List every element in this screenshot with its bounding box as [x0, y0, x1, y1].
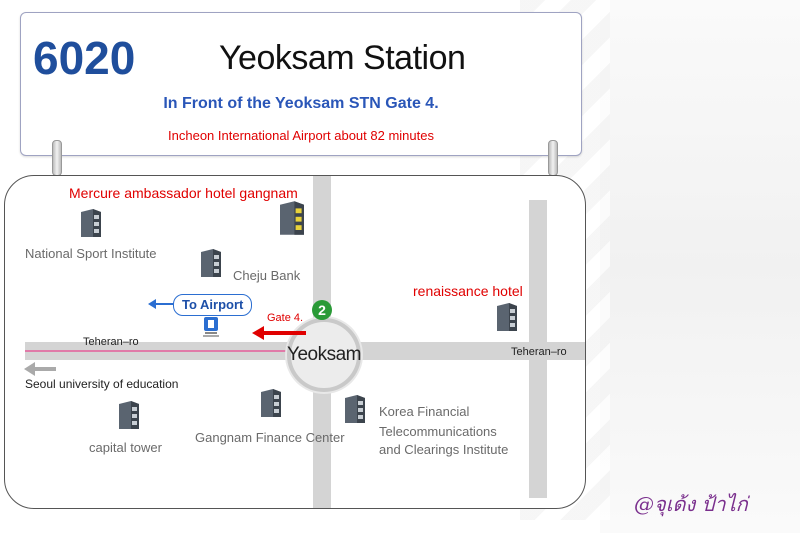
gate-arrow-icon	[252, 326, 306, 340]
road-label-right: Teheran–ro	[511, 346, 567, 358]
to-airport-label: To Airport	[173, 294, 253, 316]
station-marker-label: Yeoksam	[287, 344, 361, 365]
direction-label: Seoul university of education	[25, 377, 179, 391]
building-icon-mercure	[280, 201, 304, 235]
yeoksam-station-marker[interactable]: Yeoksam	[287, 318, 361, 392]
route-number: 6020	[33, 32, 136, 84]
background-right	[600, 0, 800, 533]
sign-peg-right	[548, 140, 558, 176]
landmark-korea-financial-label-2: Telecommunications	[379, 424, 497, 439]
road-label-left: Teheran–ro	[83, 336, 139, 348]
building-icon-sport	[81, 209, 101, 237]
stop-description: In Front of the Yeoksam STN Gate 4.	[163, 95, 439, 112]
author-signature: @จุเด้ง ป้าไก่	[634, 492, 748, 516]
bus-stop-icon	[203, 317, 219, 337]
landmark-korea-financial-label-3: and Clearings Institute	[379, 442, 509, 457]
subway-line-badge: 2	[312, 300, 332, 320]
sign-peg-left	[52, 140, 62, 176]
landmark-capital-label: capital tower	[89, 440, 162, 455]
landmark-sport-label: National Sport Institute	[25, 246, 157, 261]
station-name: Yeoksam Station	[219, 39, 466, 77]
airport-travel-time: Incheon International Airport about 82 m…	[168, 128, 434, 143]
building-icon-korea-financial	[345, 395, 365, 423]
landmark-mercure-label: Mercure ambassador hotel gangnam	[69, 185, 298, 201]
building-icon-capital	[119, 401, 139, 429]
direction-arrow-icon	[24, 362, 56, 376]
landmark-gangnam-label: Gangnam Finance Center	[195, 430, 345, 445]
station-sign: 6020 Yeoksam Station In Front of the Yeo…	[20, 12, 582, 156]
gate-label: Gate 4.	[267, 312, 304, 324]
building-icon-gangnam	[261, 389, 281, 417]
area-map: Yeoksam 2 Gate 4. To Airport Teheran–ro …	[4, 175, 586, 509]
bus-route-line	[25, 350, 287, 352]
building-icon-cheju	[201, 249, 221, 277]
landmark-renaissance-label: renaissance hotel	[413, 283, 523, 299]
landmark-cheju-label: Cheju Bank	[233, 268, 301, 283]
landmark-korea-financial-label-1: Korea Financial	[379, 404, 470, 419]
arrow-left-icon	[148, 299, 174, 309]
building-icon-renaissance	[497, 303, 517, 331]
